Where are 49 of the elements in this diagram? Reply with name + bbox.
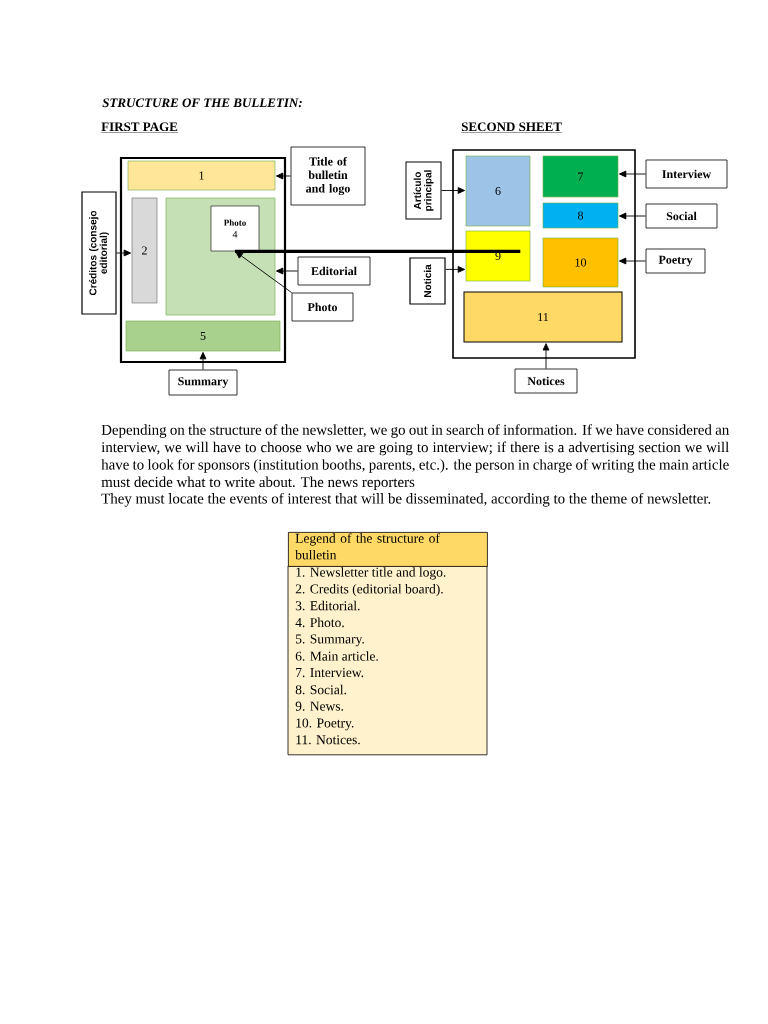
legend-entry: 8. Social.: [295, 684, 347, 695]
paragraph: Depending on the structure of the newsletter, we go out in search of information. If we have considered an interview, we will have to choose who we are going to interview; if there is a advertising section we will have to look for sponsors (institution booths, parents, etc.). the person in charge of writing the main article must decide what to write about. The news reporters: [101, 424, 730, 491]
layout-block: 6: [465, 155, 531, 227]
arrow: [618, 212, 647, 220]
callout-box: Editorial: [297, 256, 371, 286]
callout-box: Social: [645, 203, 718, 229]
legend-entry: 3. Editorial.: [295, 600, 360, 611]
callout-box: Notices: [514, 368, 578, 394]
callout-box: Artículo principal: [405, 161, 442, 220]
thick-line: [235, 249, 521, 253]
paragraph: They must locate the events of interest that will be disseminated, according to the theme of newsletter.: [101, 492, 711, 507]
callout-box: Noticia: [409, 257, 446, 305]
legend-entry: 9. News.: [295, 701, 344, 711]
legend-entry: 6. Main article.: [295, 651, 378, 661]
arrow: [199, 351, 207, 371]
legend-entry: 10. Poetry.: [296, 718, 354, 731]
legend-entry: 4. Photo.: [295, 617, 344, 628]
arrow: [441, 187, 466, 194]
legend-entry: 2. Credits (editorial board).: [295, 584, 443, 597]
legend-entry: 7. Interview.: [296, 668, 364, 678]
arrow: [235, 251, 293, 294]
arrow: [445, 266, 466, 273]
page-title: STRUCTURE OF THE BULLETIN:: [102, 98, 302, 108]
callout-box: Photo: [291, 292, 354, 322]
section-heading: FIRST PAGE: [101, 122, 179, 133]
layout-block: 10: [542, 237, 619, 288]
layout-block: 1: [127, 160, 276, 191]
photo-box: Photo 4: [210, 205, 260, 252]
arrow: [618, 170, 647, 178]
callout-box: Title of bulletin and logo: [290, 146, 366, 206]
callout-box: Créditos (consejo editorial): [81, 191, 117, 315]
arrow: [618, 257, 647, 265]
legend-entry: 11. Notices.: [296, 735, 360, 745]
section-heading: SECOND SHEET: [461, 122, 563, 133]
callout-box: Poetry: [645, 248, 706, 274]
arrow: [276, 172, 292, 180]
layout-block: 2: [131, 197, 158, 304]
arrow: [542, 343, 550, 370]
table-header: Legend of the structure of bulletin: [288, 532, 488, 567]
legend-entry: 1. Newsletter title and logo.: [296, 567, 446, 580]
layout-block: 5: [125, 320, 281, 352]
layout-block: 7: [542, 155, 619, 198]
layout-block: 8: [542, 202, 619, 229]
arrow: [276, 267, 299, 275]
callout-box: Summary: [168, 369, 238, 396]
arrow: [116, 249, 132, 257]
layout-block: 11: [463, 291, 623, 343]
legend-entry: 5. Summary.: [296, 634, 364, 647]
callout-box: Interview: [645, 159, 728, 189]
